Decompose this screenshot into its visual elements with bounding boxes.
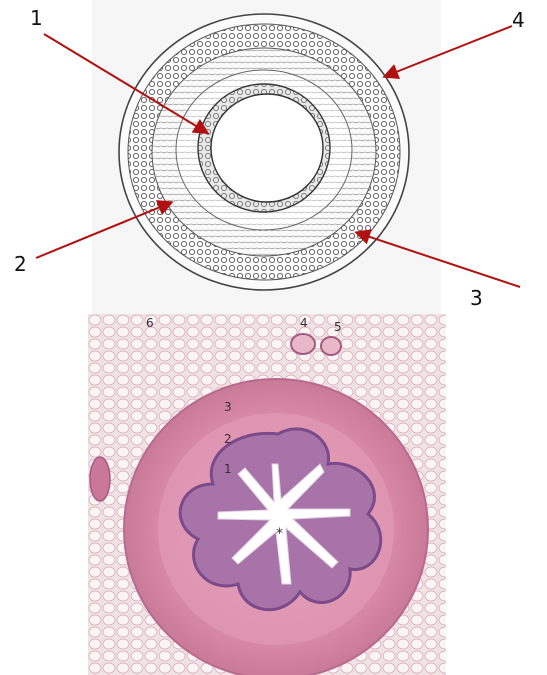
micrograph-image [88, 314, 446, 675]
micrograph-panel: 6 4 5 3 2 1 * [88, 314, 446, 675]
micrograph-label-1: 1 [224, 462, 232, 476]
micrograph-label-6: 6 [146, 316, 154, 330]
callout-1: 1 [30, 8, 43, 28]
micrograph-label-3: 3 [224, 400, 232, 414]
schematic-diagram-panel [92, 0, 441, 314]
callout-2: 2 [14, 254, 27, 274]
callout-4: 4 [512, 10, 525, 30]
callout-3: 3 [470, 288, 483, 308]
micrograph-label-5: 5 [334, 320, 342, 334]
micrograph-label-asterisk: * [276, 526, 283, 542]
micrograph-label-2: 2 [224, 432, 232, 446]
lumen [211, 94, 323, 202]
blood-vessel [291, 334, 315, 354]
blood-vessel [321, 337, 341, 355]
micrograph-label-4: 4 [300, 316, 308, 330]
schematic-cross-section [92, 0, 441, 314]
